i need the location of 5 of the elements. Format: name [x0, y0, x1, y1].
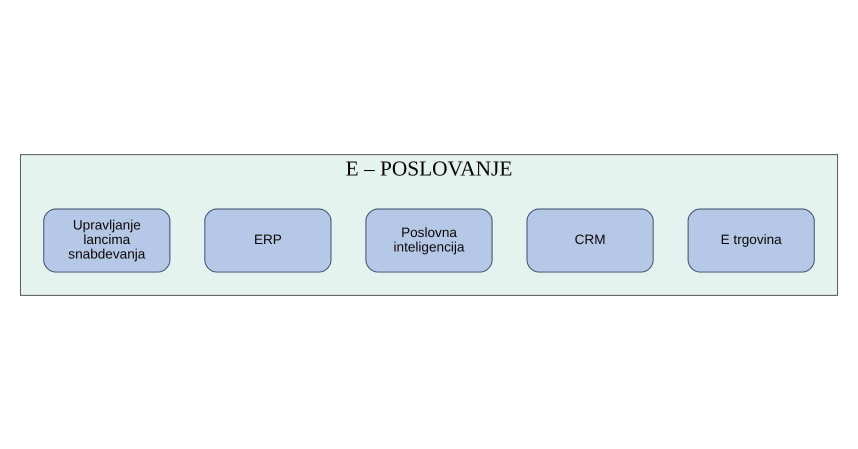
- node-box: ERP: [204, 208, 332, 272]
- node-box: CRM: [526, 208, 654, 272]
- node-box: E trgovina: [688, 208, 815, 272]
- node-box: Poslovna inteligencija: [365, 208, 493, 272]
- node-box: Upravljanje lancima snabdevanja: [43, 208, 170, 272]
